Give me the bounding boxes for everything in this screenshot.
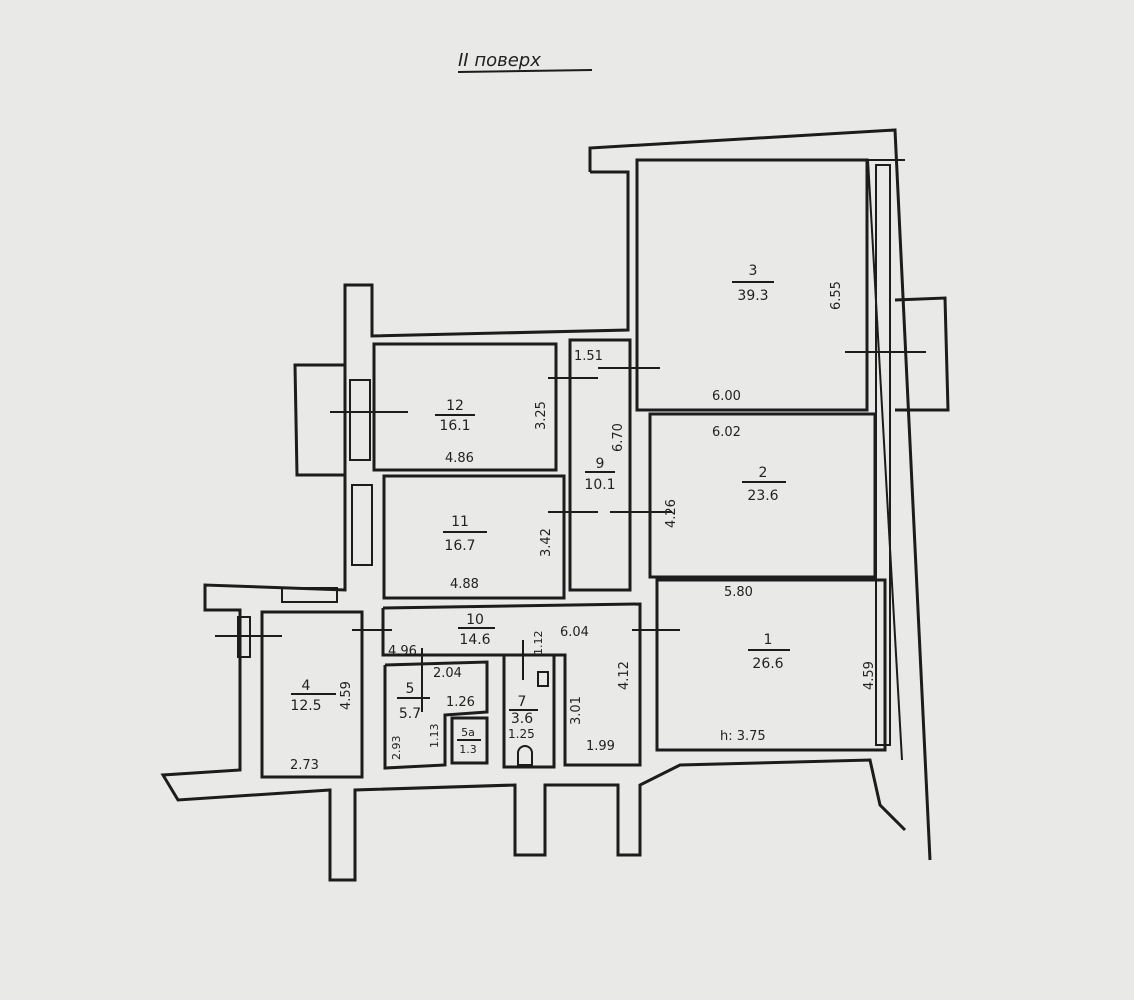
dimension: 2.04 (433, 666, 462, 681)
dimension: 4.96 (388, 644, 417, 659)
doors (215, 351, 926, 712)
room-1 (655, 578, 887, 752)
dimension: 1.12 (532, 631, 545, 656)
room-7 (502, 653, 556, 769)
room-number: 1 (764, 632, 773, 648)
room-number: 9 (596, 456, 605, 472)
room-area: 26.6 (752, 656, 783, 672)
room-area: 16.1 (439, 418, 470, 434)
room-number: 12 (446, 398, 464, 414)
dimension: 4.59 (862, 661, 877, 690)
room-walls (237, 158, 887, 779)
dimension: 6.55 (829, 281, 844, 310)
room-area: 23.6 (747, 488, 778, 504)
dimension: 6.04 (560, 625, 589, 640)
room-number: 3 (749, 263, 758, 279)
dimension: 4.12 (617, 661, 632, 690)
room-area: 39.3 (737, 288, 768, 304)
room-area: 12.5 (290, 698, 321, 714)
room-5 (383, 660, 489, 770)
room-area: 3.6 (511, 711, 533, 727)
dimension: 2.93 (390, 736, 403, 761)
dimension: 1.51 (574, 349, 603, 364)
dimension: 1.13 (428, 724, 441, 749)
dimension: 3.25 (534, 401, 549, 430)
plan-title: II поверх (458, 50, 541, 71)
title-underline (457, 69, 593, 73)
dimension: 6.02 (712, 425, 741, 440)
room-9 (568, 338, 632, 592)
room-area: 10.1 (584, 477, 615, 493)
dimension: 3.42 (539, 528, 554, 557)
room-area: 1.3 (459, 743, 477, 756)
room-number: 11 (451, 514, 469, 530)
dimension: 1.25 (508, 727, 535, 741)
room-3 (635, 158, 869, 412)
dimension: 4.88 (450, 577, 479, 592)
dimension: 6.00 (712, 389, 741, 404)
room-number: 2 (759, 465, 768, 481)
dimension: 4.26 (664, 499, 679, 528)
room-12 (372, 342, 558, 472)
dimension: 5.80 (724, 585, 753, 600)
room-number: 10 (466, 612, 484, 628)
room-number: 5 (406, 681, 415, 697)
room-number: 5а (461, 726, 475, 739)
dimension: 4.59 (339, 681, 354, 710)
room-number: 7 (518, 694, 527, 710)
dimension: 6.70 (611, 423, 626, 452)
dimension: 1.26 (446, 695, 475, 710)
room-5a (450, 716, 489, 765)
toilet-icon (517, 745, 533, 766)
dimension-labels: 6.55 6.00 6.02 4.26 5.80 4.59 h: 3.75 3.… (290, 281, 877, 773)
room-number: 4 (302, 678, 311, 694)
room-11 (382, 474, 566, 600)
dimension: 3.01 (569, 696, 584, 725)
room-area: 16.7 (444, 538, 475, 554)
dimension: 1.99 (586, 739, 615, 754)
windows (281, 164, 891, 746)
room-area: 14.6 (459, 632, 490, 648)
room-area: 5.7 (399, 706, 421, 722)
room-labels: 3 39.3 2 23.6 1 26.6 12 16.1 11 16.7 9 1… (290, 263, 790, 756)
dimension: 4.86 (445, 451, 474, 466)
room-4 (260, 610, 364, 779)
room-10 (381, 602, 642, 767)
outer-walls (160, 128, 950, 882)
dimension: 2.73 (290, 758, 319, 773)
sink-icon (537, 671, 549, 687)
dimension: h: 3.75 (720, 729, 766, 744)
